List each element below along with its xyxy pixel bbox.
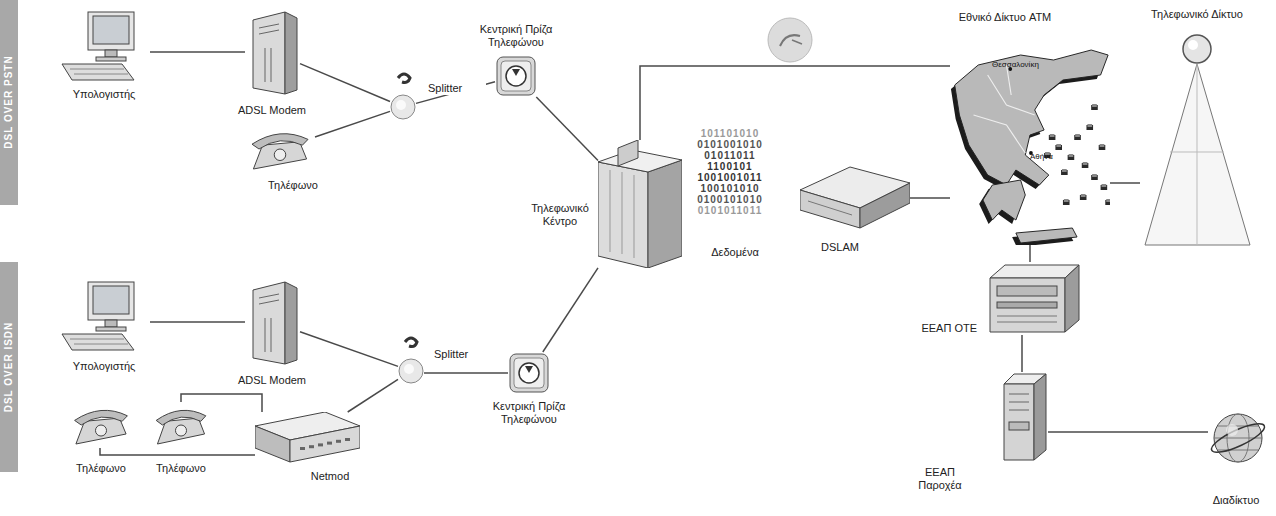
cable-line [100, 448, 255, 455]
side-band [0, 0, 18, 205]
cable-line [150, 51, 245, 53]
cable-line [910, 197, 950, 199]
cable-line [424, 372, 508, 374]
device-node: ΕΕΑΠ Παροχέα [1000, 372, 1048, 462]
dslam-icon [800, 165, 910, 230]
section-label: DSL OVER PSTN [3, 4, 15, 200]
device-node: Τηλεφωνικό Δίκτυο [1140, 32, 1255, 247]
tower-icon [1140, 32, 1255, 247]
device-node: Κεντρική Πρίζα Τηλεφώνου [495, 55, 537, 97]
map-label: Δεδομένα [711, 246, 759, 259]
cable-line [1029, 245, 1031, 262]
device-label: Splitter [432, 348, 492, 361]
device-node: ADSL Modem [245, 278, 300, 366]
binary-data: 0101011011 [698, 205, 763, 217]
device-node: Netmod [255, 412, 360, 464]
side-band [0, 262, 18, 472]
cable-line [300, 64, 390, 102]
device-node: Splitter [390, 94, 416, 120]
cable-line [348, 379, 398, 412]
split-icon [398, 358, 424, 384]
globe-icon [1208, 408, 1268, 468]
device-label: Τηλεφωνικό Δίκτυο [1137, 8, 1257, 21]
phone-icon [68, 402, 134, 448]
pc-icon [58, 10, 150, 82]
device-label: Τηλέφωνο [61, 462, 141, 475]
cable-line [416, 82, 495, 104]
cable-line [181, 394, 262, 412]
jack-icon [495, 55, 537, 97]
device-node: ΕΕΑΠ ΟΤΕ [985, 262, 1080, 335]
device-label: ADSL Modem [222, 104, 322, 117]
device-node: ADSL Modem [245, 8, 300, 96]
cable-line [536, 97, 598, 161]
map-label: Θεσσαλονίκη [992, 60, 1039, 70]
device-label: Τηλέφωνο [253, 179, 333, 192]
device-node: DSLAM [800, 165, 910, 230]
device-node: Υπολογιστής [58, 280, 150, 352]
map-label: Αθήνα [1030, 152, 1053, 162]
device-label: Κεντρική Πρίζα Τηλεφώνου [468, 23, 564, 49]
device-node: Τηλέφωνο [150, 402, 212, 448]
bld-icon [598, 140, 682, 268]
device-label: DSLAM [805, 241, 875, 254]
modem-icon [245, 8, 300, 96]
device-label: ΕΕΑΠ Παροχέα [904, 466, 976, 492]
cable-line [1021, 335, 1023, 372]
device-node: Διαδίκτυο [1208, 408, 1268, 468]
cable-line [1110, 182, 1140, 184]
device-label: Υπολογιστής [54, 88, 154, 101]
device-label: ADSL Modem [222, 374, 322, 387]
pc-icon [58, 280, 150, 352]
split-icon [390, 94, 416, 120]
phone-icon [150, 402, 212, 448]
device-label: Εθνικό Δίκτυο ATM [940, 11, 1070, 24]
cable-line [300, 332, 398, 367]
device-label: Τηλέφωνο [141, 462, 221, 475]
device-label: Netmod [295, 470, 365, 483]
device-node: Τηλεφωνικό Κέντρο [598, 140, 682, 268]
satellite-dish [768, 18, 812, 62]
modem-icon [245, 278, 300, 366]
device-label: Υπολογιστής [54, 360, 154, 373]
device-label: Splitter [426, 82, 486, 95]
device-label: Τηλεφωνικό Κέντρο [524, 202, 596, 228]
device-label: Κεντρική Πρίζα Τηλεφώνου [481, 400, 577, 426]
device-node: Τηλέφωνο [245, 125, 315, 173]
device-node: Splitter [398, 358, 424, 384]
netmod-icon [255, 412, 360, 464]
cable-line [315, 111, 390, 137]
section-label: DSL OVER ISDN [3, 264, 15, 470]
device-node: Υπολογιστής [58, 10, 150, 82]
jack-icon [508, 352, 550, 394]
srv-icon [985, 262, 1080, 335]
device-label: ΕΕΑΠ ΟΤΕ [893, 322, 979, 335]
cable-line [150, 321, 245, 323]
device-label: Διαδίκτυο [1201, 494, 1271, 507]
device-node: Τηλέφωνο [68, 402, 134, 448]
cable-line [543, 268, 598, 352]
phone-icon [245, 125, 315, 173]
device-node: Κεντρική Πρίζα Τηλεφώνου [508, 352, 550, 394]
cable-line [640, 66, 950, 140]
srv2-icon [1000, 372, 1048, 462]
cable-line [1048, 431, 1208, 433]
